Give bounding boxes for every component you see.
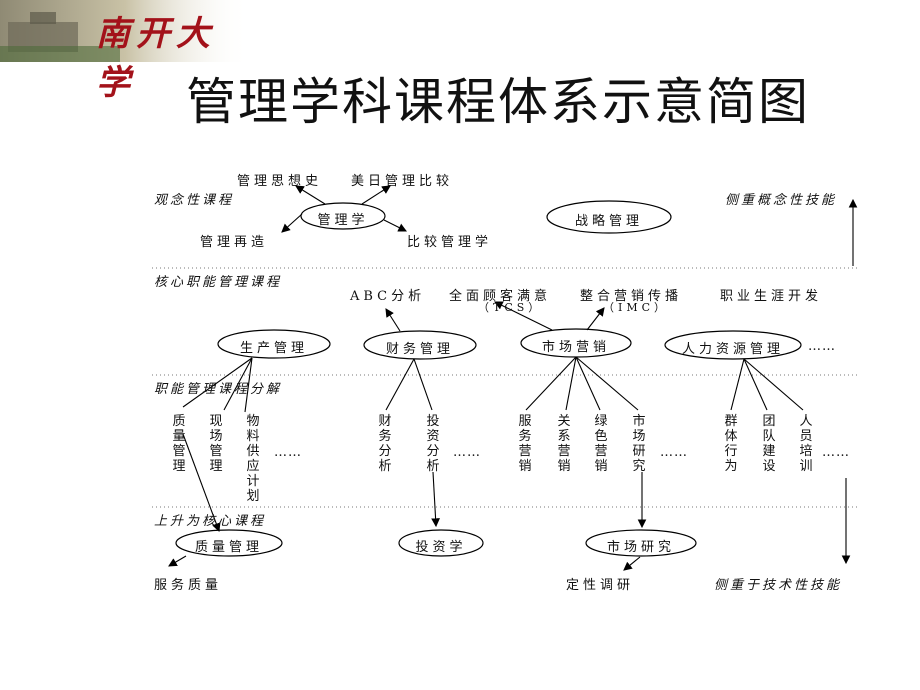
sub-green-mkt: 绿色营销 (594, 414, 608, 474)
core-ellipsis: …… (808, 339, 836, 354)
campus-building-icon (0, 0, 250, 62)
node-strategy: 战略管理 (574, 214, 643, 229)
node-marketing: 市场营销 (541, 340, 610, 355)
sub-material: 物料供应计划 (246, 414, 260, 504)
ellipses (175, 200, 802, 557)
sub-quality: 质量管理 (172, 414, 186, 474)
logo-text: 南开大学 (96, 14, 216, 103)
ellipse-up-quality (175, 529, 283, 557)
page-title: 管理学科课程体系示意简图 (186, 73, 810, 131)
ellipse-hr (664, 330, 802, 360)
ellipse-finance (363, 330, 477, 360)
topic-service-quality: 服务质量 (154, 578, 223, 593)
level-upgrade: 上升为核心课程 (154, 514, 267, 529)
level-functional: 职能管理课程分解 (154, 382, 283, 397)
topic-imc-abbr: （IMC） (603, 301, 670, 314)
sub-staff-training: 人员培训 (799, 414, 813, 474)
node-production: 生产管理 (239, 341, 308, 356)
sub-relation-mkt: 关系营销 (557, 414, 571, 474)
ellipse-up-research (585, 529, 697, 557)
sub-mkt-research: 市场研究 (632, 414, 646, 474)
sub-onsite: 现场管理 (209, 414, 223, 474)
sub-ellipsis-1: …… (274, 445, 302, 460)
sub-service-mkt: 服务营销 (518, 414, 532, 474)
arrows (168, 185, 858, 571)
topic-us-jp: 美日管理比较 (351, 174, 454, 189)
university-logo: 南开大学 (0, 0, 250, 103)
side-bottom-label: 侧重于技术性技能 (714, 578, 843, 593)
sub-fin-analysis: 财务分析 (378, 414, 392, 474)
node-finance: 财务管理 (385, 342, 454, 357)
side-top-label: 侧重概念性技能 (725, 193, 838, 208)
node-up-research: 市场研究 (606, 540, 675, 555)
ellipse-production (217, 329, 331, 359)
sub-ellipsis-2: …… (453, 445, 481, 460)
node-hr: 人力资源管理 (681, 342, 784, 357)
level-core: 核心职能管理课程 (154, 275, 283, 290)
topic-tcs: 全面顾客满意 (449, 289, 552, 304)
node-up-quality: 质量管理 (194, 540, 263, 555)
topic-qualitative: 定性调研 (566, 578, 635, 593)
sub-inv-analysis: 投资分析 (426, 414, 440, 474)
topic-reengineer: 管理再造 (200, 235, 269, 250)
connectors (182, 356, 804, 413)
topic-career: 职业生涯开发 (720, 289, 823, 304)
sub-group-behavior: 群体行为 (724, 414, 738, 474)
ellipse-up-investment (398, 529, 484, 557)
topic-tcs-abbr: （TCS） (478, 301, 544, 314)
topic-abc: ABC分析 (350, 289, 426, 304)
topic-imc: 整合营销传播 (580, 289, 683, 304)
node-up-investment: 投资学 (415, 540, 467, 555)
sub-team-building: 团队建设 (762, 414, 776, 474)
topic-thought: 管理思想史 (237, 174, 323, 189)
topic-comparative: 比较管理学 (407, 235, 493, 250)
node-main: 管理学 (317, 213, 369, 228)
level-concept: 观念性课程 (154, 193, 235, 208)
sub-ellipsis-4: …… (822, 445, 850, 460)
ellipse-strategy (546, 200, 672, 234)
ellipse-main (300, 202, 386, 230)
sub-ellipsis-3: …… (660, 445, 688, 460)
